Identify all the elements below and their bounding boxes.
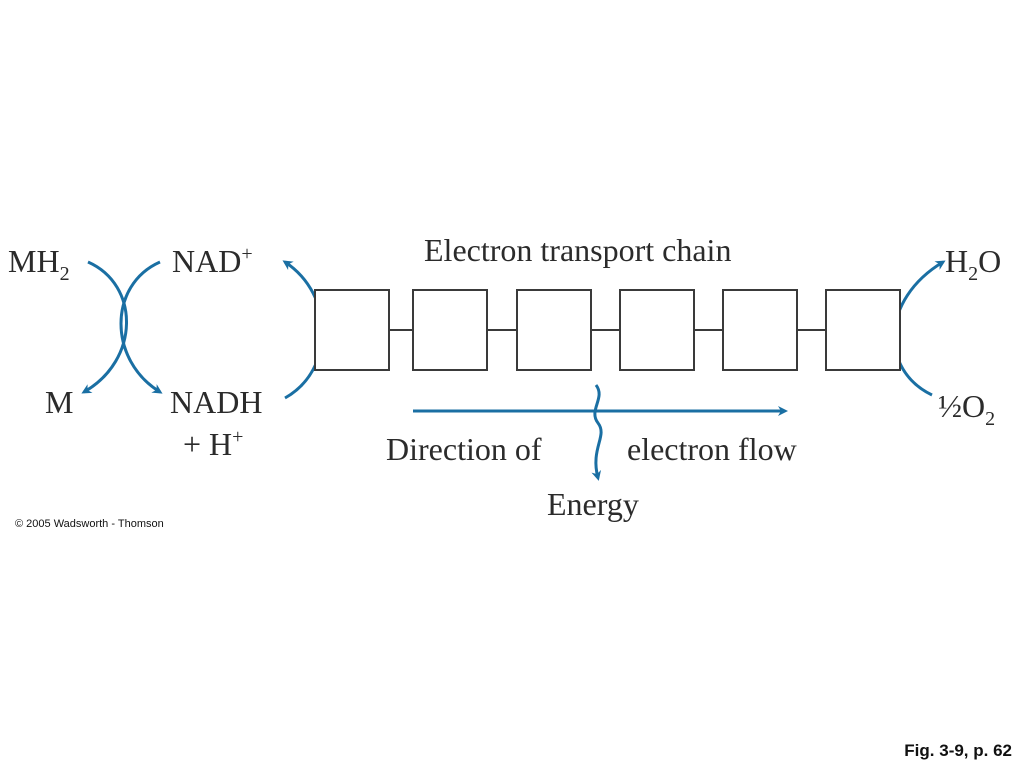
label-half-o2: ½O2 xyxy=(938,388,996,430)
label-m: M xyxy=(45,384,74,420)
flow-label-left: Direction of xyxy=(386,431,542,467)
energy-label: Energy xyxy=(547,486,639,522)
chain-link-5 xyxy=(798,329,825,331)
chain-link-1 xyxy=(390,329,412,331)
chain-box-2 xyxy=(412,289,488,371)
diagram-title: Electron transport chain xyxy=(424,232,732,268)
mh2-to-m-arrow xyxy=(81,260,128,394)
chain-box-4 xyxy=(619,289,695,371)
chain-box-6 xyxy=(825,289,901,371)
figure-reference: Fig. 3-9, p. 62 xyxy=(904,741,1012,760)
copyright-notice: © 2005 Wadsworth - Thomson xyxy=(15,518,164,530)
o2-to-h2o-arrow xyxy=(892,260,946,397)
label-nadh: NADH xyxy=(170,384,263,420)
chain-box-3 xyxy=(516,289,592,371)
chain-box-5 xyxy=(722,289,798,371)
chain-link-4 xyxy=(695,329,722,331)
label-nad-plus: NAD+ xyxy=(172,243,253,279)
nad-to-nadh-arrow xyxy=(119,260,163,394)
chain-link-3 xyxy=(592,329,619,331)
label-mh2: MH2 xyxy=(8,243,70,285)
label-plus-h: + H+ xyxy=(183,426,244,462)
flow-label-right: electron flow xyxy=(627,431,797,467)
chain-link-2 xyxy=(488,329,516,331)
energy-arrow xyxy=(591,384,603,481)
chain-box-1 xyxy=(314,289,390,371)
label-h2o: H2O xyxy=(945,243,1002,285)
